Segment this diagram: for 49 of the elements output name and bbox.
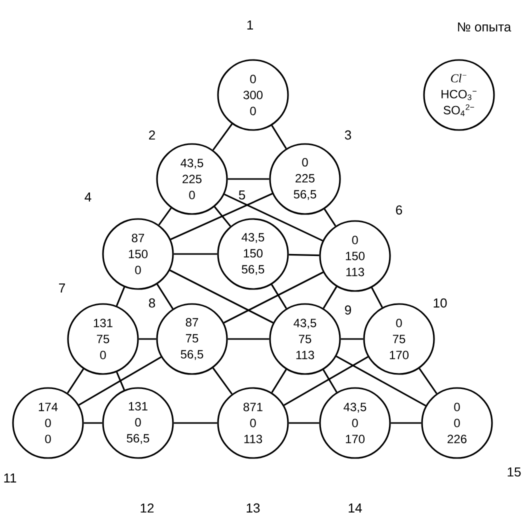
connector-line: [322, 369, 338, 393]
experiment-number: 5: [238, 190, 246, 200]
connector-line: [271, 284, 287, 309]
connector-line: [284, 356, 368, 406]
connector-line: [212, 124, 233, 150]
connector-line: [224, 272, 324, 324]
connector-line: [371, 287, 383, 308]
connector-line: [322, 286, 338, 309]
experiment-number: 1: [247, 20, 253, 30]
connector-line: [390, 422, 422, 424]
connector-line: [174, 422, 218, 424]
connector-line: [224, 194, 323, 242]
connector-line: [158, 208, 172, 226]
connector-line: [271, 369, 287, 393]
connector-line: [214, 206, 232, 227]
experiment-number: 14: [348, 504, 362, 512]
connector-line: [340, 338, 364, 340]
connector-line: [212, 368, 233, 394]
experiment-number: 10: [434, 298, 447, 308]
connector-line: [418, 368, 438, 394]
connector-line: [116, 286, 126, 306]
experiment-number: 3: [344, 130, 352, 140]
experiment-number: 12: [140, 503, 154, 513]
experiment-number: 2: [149, 130, 155, 140]
connector-line: [288, 254, 320, 256]
experiment-number: 13: [246, 503, 260, 513]
connector-line: [228, 338, 270, 340]
connector-line: [228, 178, 270, 180]
experiment-number: 4: [84, 192, 92, 202]
connector-line: [336, 356, 426, 406]
connector-line: [66, 368, 84, 394]
experiment-number: 11: [4, 474, 16, 482]
experiment-number: 8: [148, 298, 156, 308]
experiment-number: 9: [345, 305, 351, 315]
connector-line: [170, 192, 273, 240]
connector-line: [84, 422, 102, 424]
connector-line: [288, 422, 320, 424]
experiment-number: 15: [508, 467, 521, 477]
experiment-number: 7: [59, 284, 65, 292]
connector-line: [138, 338, 156, 340]
connector-line: [116, 372, 125, 390]
connector-line: [170, 270, 274, 324]
connector-line: [174, 253, 218, 255]
experiment-number: 6: [396, 205, 402, 215]
connector-line: [156, 284, 174, 310]
connector-line: [78, 356, 162, 406]
connector-line: [324, 208, 336, 226]
connector-line: [271, 125, 287, 149]
key-heading: № опыта: [458, 22, 512, 32]
